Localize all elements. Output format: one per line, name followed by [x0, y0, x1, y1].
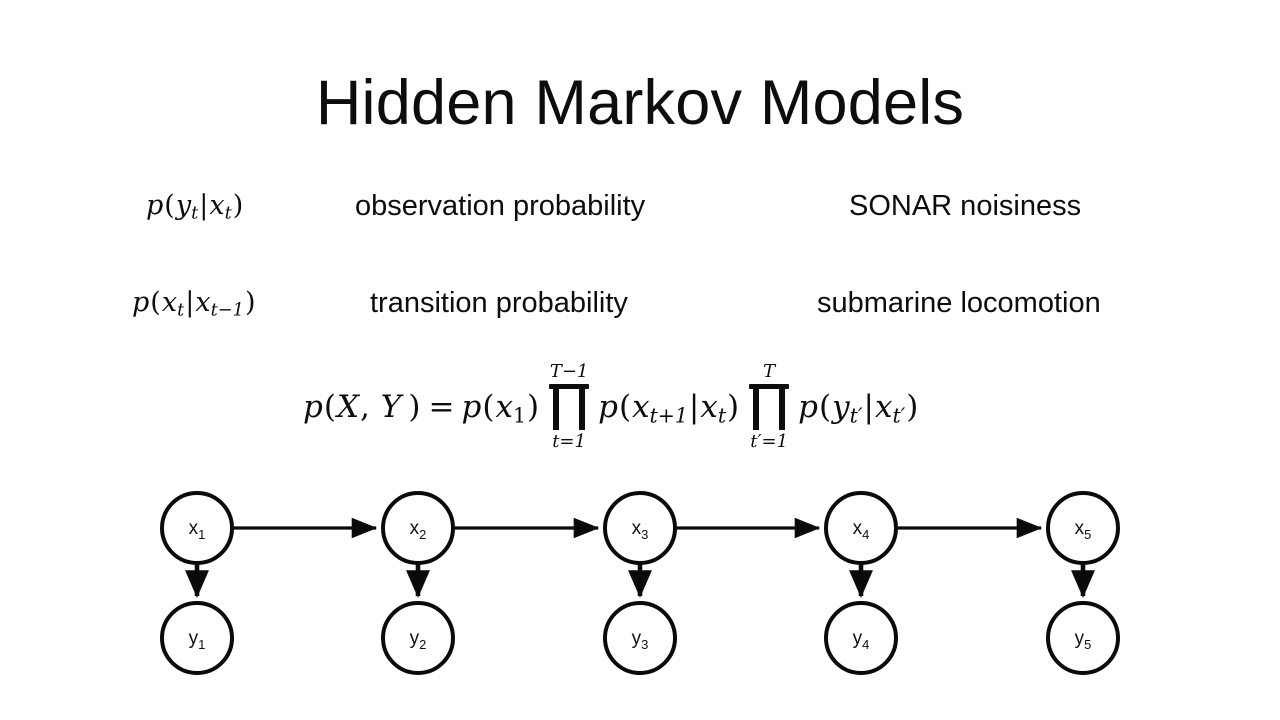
equation-lhs: p(X, Y ) — [303, 388, 421, 425]
product-upper-limit-2: T — [763, 361, 776, 382]
equation-transition-term: p(xt+1|xt) — [598, 388, 740, 427]
node-x4[interactable]: x4 — [824, 491, 898, 565]
product-pi-glyph-1 — [549, 384, 590, 430]
definition-analogy-transition: submarine locomotion — [817, 287, 1101, 319]
observed-nodes: y1 y2 y3 y4 y5 — [160, 601, 1120, 675]
emission-arrows — [185, 562, 1095, 598]
definition-label-transition: transition probability — [370, 287, 628, 319]
page-title: Hidden Markov Models — [315, 68, 965, 138]
node-x1[interactable]: x1 — [160, 491, 234, 565]
definition-math-observation: p(yt|xt) — [146, 190, 244, 224]
node-y2[interactable]: y2 — [381, 601, 455, 675]
product-lower-limit-2: t′=1 — [750, 431, 789, 452]
definition-math-transition: p(xt|xt−1) — [132, 287, 256, 321]
definition-row-transition: p(xt|xt−1) transition probability submar… — [0, 283, 1280, 327]
joint-probability-equation: p(X, Y ) = p(x1) T−1 t=1 p(xt+1|xt) T — [0, 352, 1280, 462]
product-pi-glyph-2 — [749, 384, 790, 430]
hmm-graph-diagram: x1 x2 x3 x4 x5 — [0, 470, 1280, 700]
equation-emission-term: p(yt′|xt′) — [798, 388, 919, 427]
equation-initial-term: p(x1) — [461, 388, 540, 427]
definition-analogy-observation: SONAR noisiness — [849, 190, 1082, 222]
hidden-state-nodes: x1 x2 x3 x4 x5 — [160, 491, 1120, 565]
node-y4[interactable]: y4 — [824, 601, 898, 675]
definition-row-observation: p(yt|xt) observation probability SONAR n… — [0, 186, 1280, 230]
node-y5[interactable]: y5 — [1046, 601, 1120, 675]
node-y3[interactable]: y3 — [603, 601, 677, 675]
node-x2[interactable]: x2 — [381, 491, 455, 565]
product-lower-limit-1: t=1 — [552, 431, 586, 452]
node-x5[interactable]: x5 — [1046, 491, 1120, 565]
product-upper-limit-1: T−1 — [549, 361, 589, 382]
product-operator-transitions: T−1 t=1 — [549, 361, 590, 452]
definition-label-observation: observation probability — [355, 190, 646, 222]
node-y1[interactable]: y1 — [160, 601, 234, 675]
equation-equals-sign: = — [428, 388, 455, 425]
product-operator-emissions: T t′=1 — [749, 361, 790, 452]
node-x3[interactable]: x3 — [603, 491, 677, 565]
